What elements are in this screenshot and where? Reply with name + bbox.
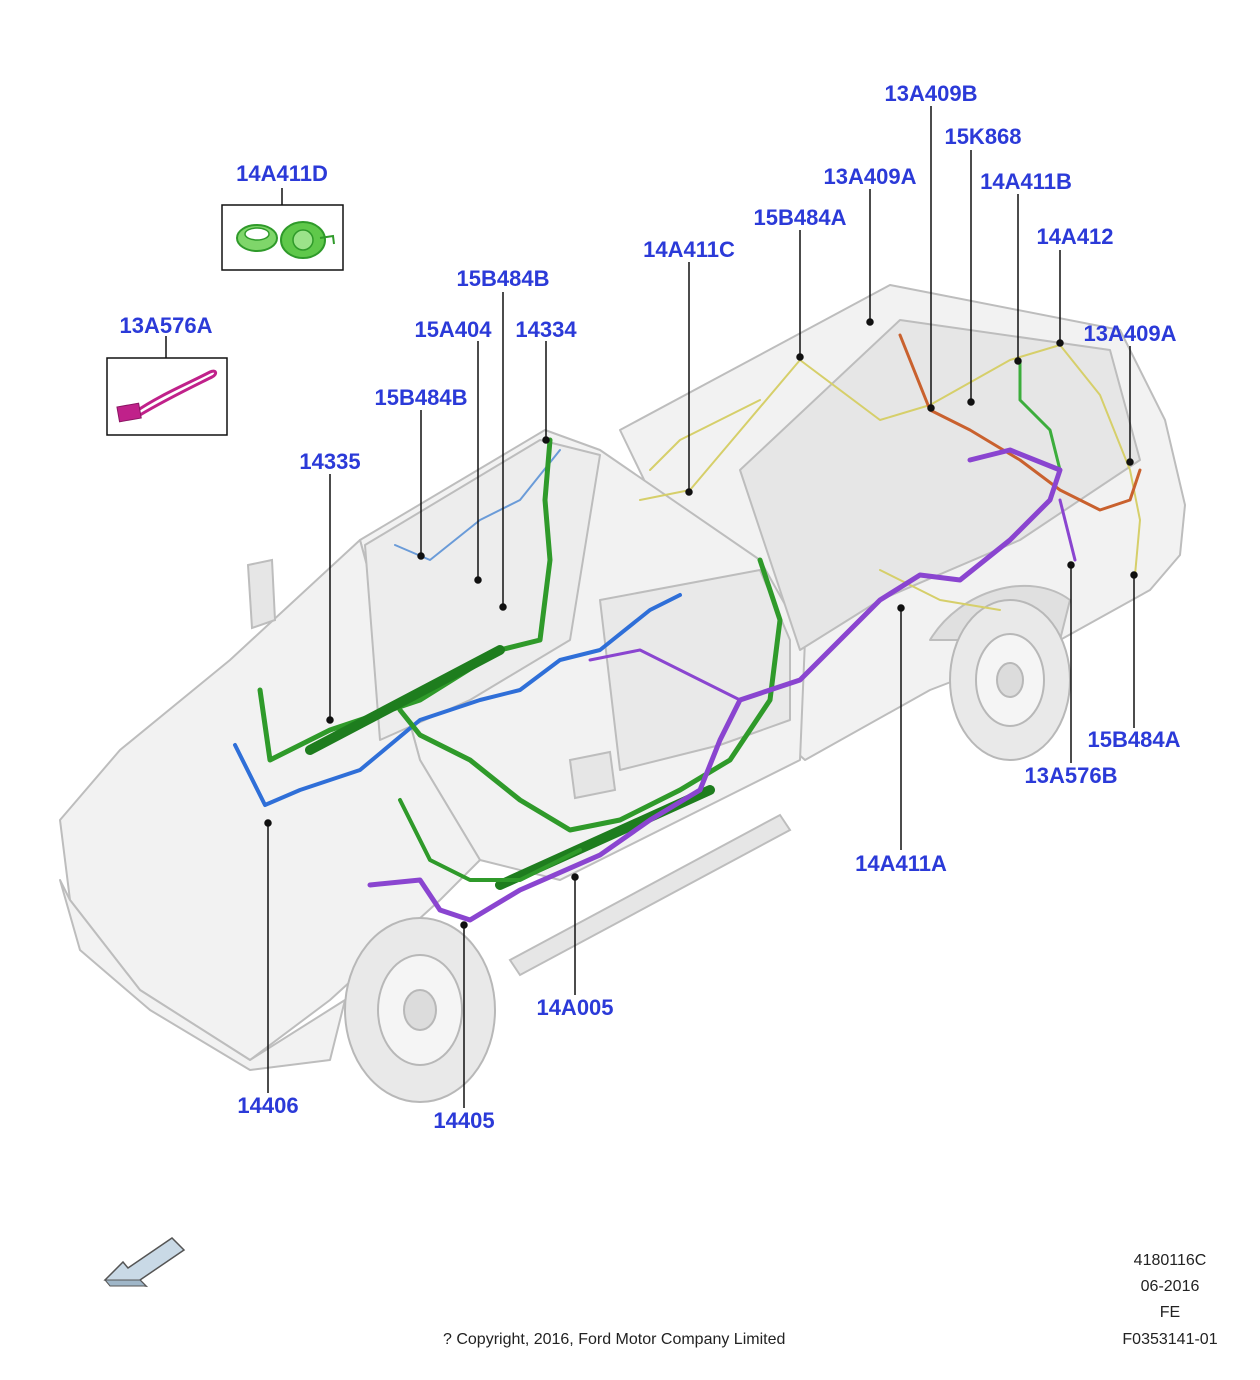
harness-green-bed xyxy=(1018,358,1062,472)
vehicle-body xyxy=(59,284,1186,1071)
harness-purple-cab xyxy=(588,648,742,702)
copyright-notice: ? Copyright, 2016, Ford Motor Company Li… xyxy=(443,1331,786,1348)
harness-green-lower xyxy=(398,798,582,882)
inset-14A411D xyxy=(221,204,344,271)
drawing-code: FE xyxy=(1159,1304,1181,1321)
callout-15B484B-mid: 15B484B xyxy=(374,385,468,410)
rear-wheel xyxy=(949,599,1071,761)
part-reference: F0353141-01 xyxy=(1122,1331,1218,1348)
callout-14406: 14406 xyxy=(237,1093,299,1118)
callout-14334: 14334 xyxy=(515,317,577,342)
callout-13A409A-right: 13A409A xyxy=(1083,321,1177,346)
callout-13A576A: 13A576A xyxy=(119,313,213,338)
callout-14A411A: 14A411A xyxy=(855,851,947,876)
running-board xyxy=(508,813,792,977)
harness-purple-14A411A xyxy=(367,447,1063,923)
direction-arrow-icon xyxy=(103,1237,186,1288)
callout-13A409B: 13A409B xyxy=(884,81,978,106)
front-wheel xyxy=(344,917,496,1103)
callout-15B484B-top: 15B484B xyxy=(456,266,550,291)
callout-14405: 14405 xyxy=(433,1108,495,1133)
leader-lines xyxy=(165,106,1138,1108)
callout-14335: 14335 xyxy=(299,449,361,474)
inset-13A576A xyxy=(106,357,228,436)
callout-14A411D: 14A411D xyxy=(236,161,328,186)
side-mirror-right xyxy=(568,750,617,800)
drawing-date: 06-2016 xyxy=(1140,1278,1200,1295)
callout-15A404: 15A404 xyxy=(414,317,492,342)
callout-15K868: 15K868 xyxy=(944,124,1022,149)
harness-purple-rear xyxy=(1058,498,1077,562)
harness-orange xyxy=(898,333,1142,512)
callout-14A412: 14A412 xyxy=(1036,224,1114,249)
harness-blue-14406 xyxy=(233,593,682,807)
harness-green-dash xyxy=(305,645,505,755)
callout-14A005: 14A005 xyxy=(536,995,614,1020)
side-mirror xyxy=(246,558,277,630)
callout-14A411B: 14A411B xyxy=(980,169,1072,194)
callout-15B484A-bottom: 15B484A xyxy=(1087,727,1181,752)
callout-14A411C: 14A411C xyxy=(643,237,735,262)
drawing-number: 4180116C xyxy=(1133,1252,1207,1269)
callout-15B484A-top: 15B484A xyxy=(753,205,847,230)
callout-13A409A-top: 13A409A xyxy=(823,164,917,189)
callout-13A576B: 13A576B xyxy=(1024,763,1118,788)
